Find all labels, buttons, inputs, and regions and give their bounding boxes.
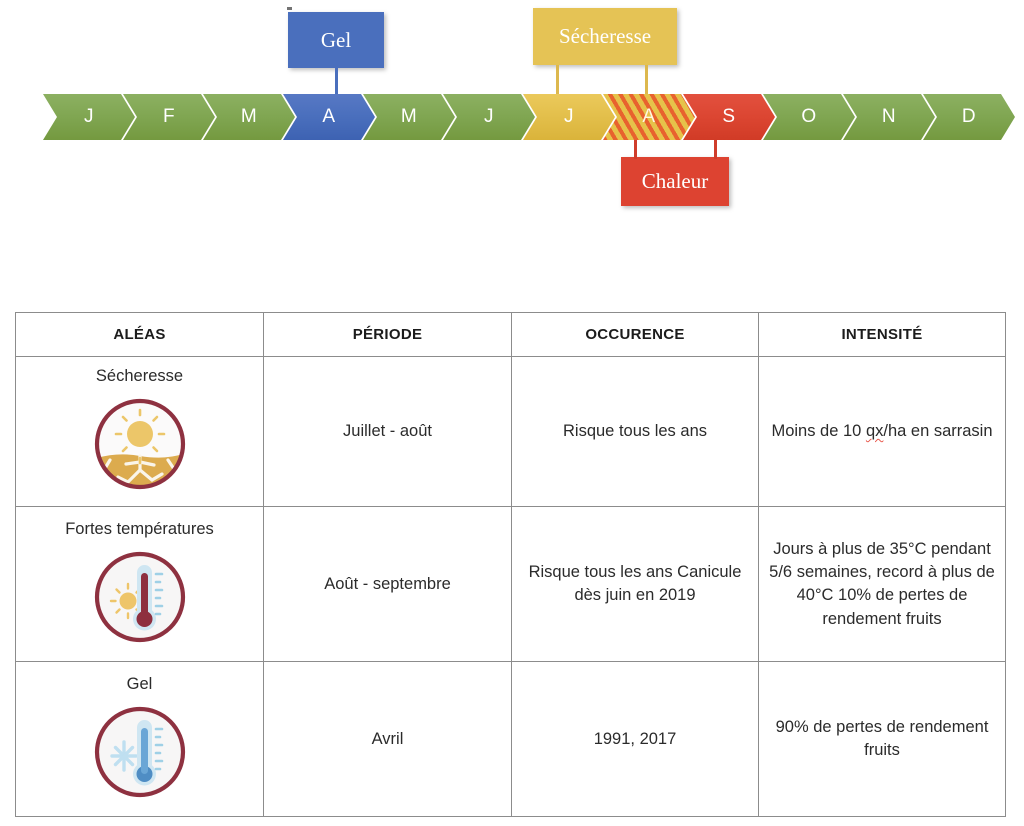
occurence-cell: Risque tous les ans Canicule dès juin en… bbox=[511, 506, 759, 663]
occurence-cell: Risque tous les ans bbox=[511, 355, 759, 508]
callout-chaleur-label: Chaleur bbox=[641, 169, 709, 193]
periode-cell: Août - septembre bbox=[263, 506, 512, 663]
snowflake-icon bbox=[109, 740, 138, 772]
intensite-cell: 90% de pertes de rendement fruits bbox=[758, 661, 1006, 818]
column-header-occurence: OCCURENCE bbox=[511, 312, 759, 357]
callout-gel[interactable]: Gel bbox=[288, 12, 384, 68]
month-chevron-label: D bbox=[961, 106, 977, 127]
month-chevron-label: M bbox=[240, 106, 258, 127]
month-chevron-label: J bbox=[484, 106, 494, 127]
month-chevron-label: A bbox=[642, 106, 656, 127]
leader-line-gel bbox=[335, 68, 338, 108]
hazard-cell-secheresse: Sécheresse bbox=[15, 355, 264, 508]
occurence-cell: 1991, 2017 bbox=[511, 661, 759, 818]
month-chevron-novembre[interactable]: N bbox=[843, 94, 935, 140]
hazard-cell-gel: Gel bbox=[15, 661, 264, 818]
month-chevron-label: J bbox=[564, 106, 574, 127]
month-chevron-avril[interactable]: A bbox=[283, 94, 375, 140]
month-chevron-aout[interactable]: A bbox=[603, 94, 695, 140]
leader-line-chaleur-aout bbox=[634, 125, 637, 159]
callout-gel-label: Gel bbox=[320, 27, 352, 52]
month-chevron-juillet[interactable]: J bbox=[523, 94, 615, 140]
column-header-periode: PÉRIODE bbox=[263, 312, 512, 357]
hazard-cell-fortes-temperatures: Fortes températures bbox=[15, 506, 264, 663]
frost-thermometer-icon bbox=[94, 707, 185, 798]
callout-chaleur[interactable]: Chaleur bbox=[621, 157, 729, 206]
column-header-intensite: INTENSITÉ bbox=[758, 312, 1006, 357]
leader-line-secheresse-juillet bbox=[556, 65, 559, 108]
seasonal-risk-timeline: Gel Sécheresse Chaleur J F M A M J J A S O N D bbox=[0, 0, 1024, 230]
month-chevron-decembre[interactable]: D bbox=[923, 94, 1015, 140]
intensite-text-post: /ha en sarrasin bbox=[883, 422, 993, 440]
hazard-name-label: Fortes températures bbox=[65, 519, 214, 538]
hot-thermometer-icon bbox=[94, 552, 185, 643]
periode-cell: Avril bbox=[263, 661, 512, 818]
intensite-cell: Jours à plus de 35°C pendant 5/6 semaine… bbox=[758, 506, 1006, 663]
table-row: Fortes températures bbox=[15, 506, 1006, 663]
month-chevron-label: O bbox=[801, 106, 817, 127]
hazard-name-label: Gel bbox=[126, 674, 153, 693]
leader-line-chaleur-septembre bbox=[714, 125, 717, 159]
column-header-aleas: ALÉAS bbox=[15, 312, 264, 357]
hazard-summary-table: ALÉAS PÉRIODE OCCURENCE INTENSITÉ Sécher… bbox=[15, 312, 1006, 818]
month-chevron-mars[interactable]: M bbox=[203, 94, 295, 140]
month-chevron-label: M bbox=[400, 106, 418, 127]
month-chevron-mai[interactable]: M bbox=[363, 94, 455, 140]
month-chevron-label: N bbox=[881, 106, 897, 127]
month-chevron-juin[interactable]: J bbox=[443, 94, 535, 140]
month-chevron-octobre[interactable]: O bbox=[763, 94, 855, 140]
intensite-cell: Moins de 10 qx/ha en sarrasin bbox=[758, 355, 1006, 508]
drought-icon bbox=[94, 399, 185, 490]
periode-cell: Juillet - août bbox=[263, 355, 512, 508]
month-chevron-label: A bbox=[322, 106, 336, 127]
month-chevron-fevrier[interactable]: F bbox=[123, 94, 215, 140]
table-row: Sécheresse bbox=[15, 355, 1006, 508]
callout-secheresse-label: Sécheresse bbox=[558, 24, 652, 48]
month-chevron-label: J bbox=[84, 106, 94, 127]
stray-mark bbox=[287, 7, 292, 10]
month-chevron-septembre[interactable]: S bbox=[683, 94, 775, 140]
table-row: Gel bbox=[15, 661, 1006, 818]
callout-secheresse[interactable]: Sécheresse bbox=[533, 8, 677, 65]
leader-line-secheresse-aout bbox=[645, 65, 648, 108]
month-chevron-label: F bbox=[162, 106, 176, 127]
intensite-text-pre: Moins de 10 bbox=[771, 422, 866, 440]
month-chevron-janvier[interactable]: J bbox=[43, 94, 135, 140]
intensite-flagged-word: qx bbox=[865, 422, 884, 440]
hazard-name-label: Sécheresse bbox=[95, 367, 184, 385]
table-header-row: ALÉAS PÉRIODE OCCURENCE INTENSITÉ bbox=[15, 312, 1006, 357]
month-chevron-label: S bbox=[722, 106, 736, 127]
